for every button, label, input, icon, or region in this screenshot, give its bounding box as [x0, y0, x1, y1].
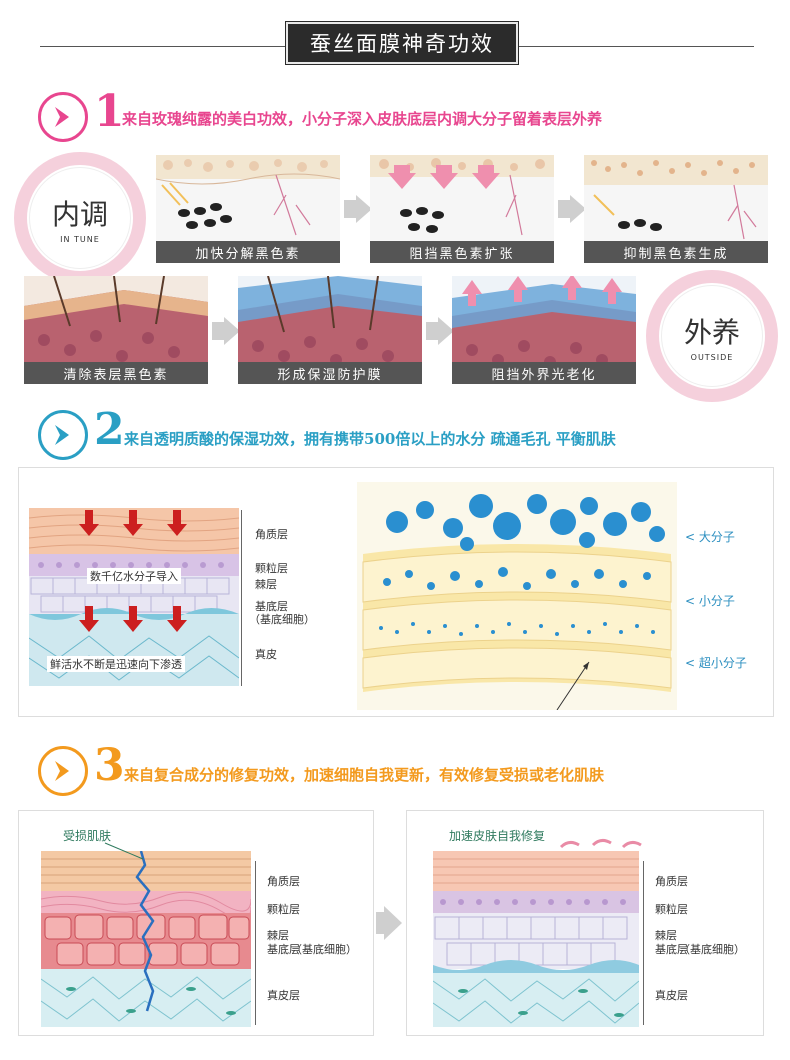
skin-flakes-icon — [559, 838, 642, 849]
right-layer-bracket — [643, 861, 644, 1025]
layer-dermis: 真皮 — [255, 648, 277, 661]
panel-block-aging: 阻挡外界光老化 — [452, 276, 636, 384]
repair-arrow-body — [376, 912, 384, 934]
left-layer-dermis: 真皮层 — [267, 989, 300, 1002]
skin-section-icon — [24, 276, 208, 384]
flow-arrow-4-body — [426, 322, 438, 340]
caption-clear-surface-melanin: 清除表层黑色素 — [24, 362, 208, 384]
right-layer-dermis: 真皮层 — [655, 989, 688, 1002]
caption-inhibit-generation: 抑制黑色素生成 — [584, 241, 768, 263]
panel-melanin-block: 阻挡黑色素扩张 — [370, 155, 554, 263]
in-tune-ring: 内调 IN TUNE — [14, 152, 146, 284]
healthy-skin-icon — [433, 851, 639, 1027]
left-layer-basal: 基底层 — [267, 943, 300, 956]
section2-number: 2 — [94, 404, 125, 455]
layer-stratum-corneum: 角质层 — [255, 528, 288, 541]
flow-arrow-1-body — [344, 200, 356, 218]
right-layer-basal: 基底层 — [655, 943, 688, 956]
skin-cells-icon — [584, 155, 768, 240]
section1-headline: 来自玫瑰纯露的美白功效，小分子深入皮肤底层内调大分子留着表层外养 — [122, 110, 603, 128]
damaged-skin-callout: 受损肌肤 — [63, 829, 112, 843]
header-rule-left — [40, 46, 290, 47]
outside-ring: 外养 OUTSIDE — [646, 270, 778, 402]
section3-number: 3 — [94, 740, 125, 791]
left-layer-corneum: 角质层 — [267, 875, 300, 888]
section3-headline: 来自复合成分的修复功效，加速细胞自我更新，有效修复受损或老化肌肤 — [124, 766, 605, 784]
label-water-inject: 数千亿水分子导入 — [87, 568, 181, 584]
label-small-molecule: < 小分子 — [685, 594, 735, 608]
layer-spinous: 棘层 — [255, 578, 277, 591]
caption-block-photoaging: 阻挡外界光老化 — [452, 362, 636, 384]
panel-melanin-inhibit: 抑制黑色素生成 — [584, 155, 768, 263]
panel-clear-surface: 清除表层黑色素 — [24, 276, 208, 384]
in-tune-en-label: IN TUNE — [60, 234, 100, 244]
layer-granular: 颗粒层 — [255, 562, 288, 575]
damaged-skin-panel: 受损肌肤 角质层 颗粒层 棘层 基底层 （基底细胞） 真皮层 — [18, 810, 374, 1036]
flow-arrow-3-body — [212, 322, 224, 340]
section1-number: 1 — [94, 86, 125, 137]
section2-headline: 来自透明质酸的保湿功效，拥有携带500倍以上的水分 疏通毛孔 平衡肌肤 — [124, 430, 616, 448]
repaired-skin-callout: 加速皮肤自我修复 — [449, 829, 546, 843]
flow-arrow-2-body — [558, 200, 570, 218]
page-title: 蚕丝面膜神奇功效 — [285, 21, 519, 65]
flow-arrow-3 — [224, 317, 240, 345]
left-layer-spinous: 棘层 — [267, 929, 289, 942]
flow-arrow-2 — [570, 195, 586, 223]
section1-chevron-icon — [38, 92, 88, 142]
flow-arrow-4 — [438, 317, 454, 345]
caption-block-spread: 阻挡黑色素扩张 — [370, 241, 554, 263]
caption-moisture-film: 形成保湿防护膜 — [238, 362, 422, 384]
right-layer-basal-cells: （基底细胞） — [679, 943, 745, 956]
layer-bracket — [241, 510, 242, 686]
in-tune-label: 内调 — [51, 197, 108, 231]
callout-arrow-icon — [104, 842, 144, 860]
right-layer-corneum: 角质层 — [655, 875, 688, 888]
caption-accelerate-breakdown: 加快分解黑色素 — [156, 241, 340, 263]
panel-moisture-film: 形成保湿防护膜 — [238, 276, 422, 384]
label-large-molecule: < 大分子 — [685, 530, 735, 544]
left-layer-bracket — [255, 861, 256, 1025]
header-rule-right — [518, 46, 754, 47]
panel-melanin-breakdown: 加快分解黑色素 — [156, 155, 340, 263]
label-ultra-small-molecule: < 超小分子 — [685, 656, 747, 670]
right-layer-spinous: 棘层 — [655, 929, 677, 942]
molecule-layers-icon — [357, 482, 677, 710]
damaged-skin-icon — [41, 851, 251, 1027]
hydration-diagram-box: 数千亿水分子导入 鲜活水不断是迅速向下渗透 角质层 颗粒层 棘层 基底层 （基底… — [18, 467, 774, 717]
layer-basal: 基底层 — [255, 600, 288, 613]
layer-basal-cells: （基底细胞） — [249, 613, 315, 626]
section2-chevron-icon — [38, 410, 88, 460]
flow-arrow-1 — [356, 195, 372, 223]
outside-en-label: OUTSIDE — [690, 352, 734, 362]
outside-label: 外养 — [683, 315, 740, 349]
repair-arrow — [384, 906, 402, 940]
repaired-skin-panel: 加速皮肤自我修复 角质层 颗粒层 棘层 基底层 （基底细胞） 真皮层 — [406, 810, 764, 1036]
skin-cells-icon — [156, 155, 340, 236]
section3-chevron-icon — [38, 746, 88, 796]
left-layer-granular: 颗粒层 — [267, 903, 300, 916]
skin-cells-icon — [370, 155, 554, 236]
left-layer-basal-cells: （基底细胞） — [291, 943, 357, 956]
right-layer-granular: 颗粒层 — [655, 903, 688, 916]
label-water-penetrate: 鲜活水不断是迅速向下渗透 — [47, 656, 185, 672]
